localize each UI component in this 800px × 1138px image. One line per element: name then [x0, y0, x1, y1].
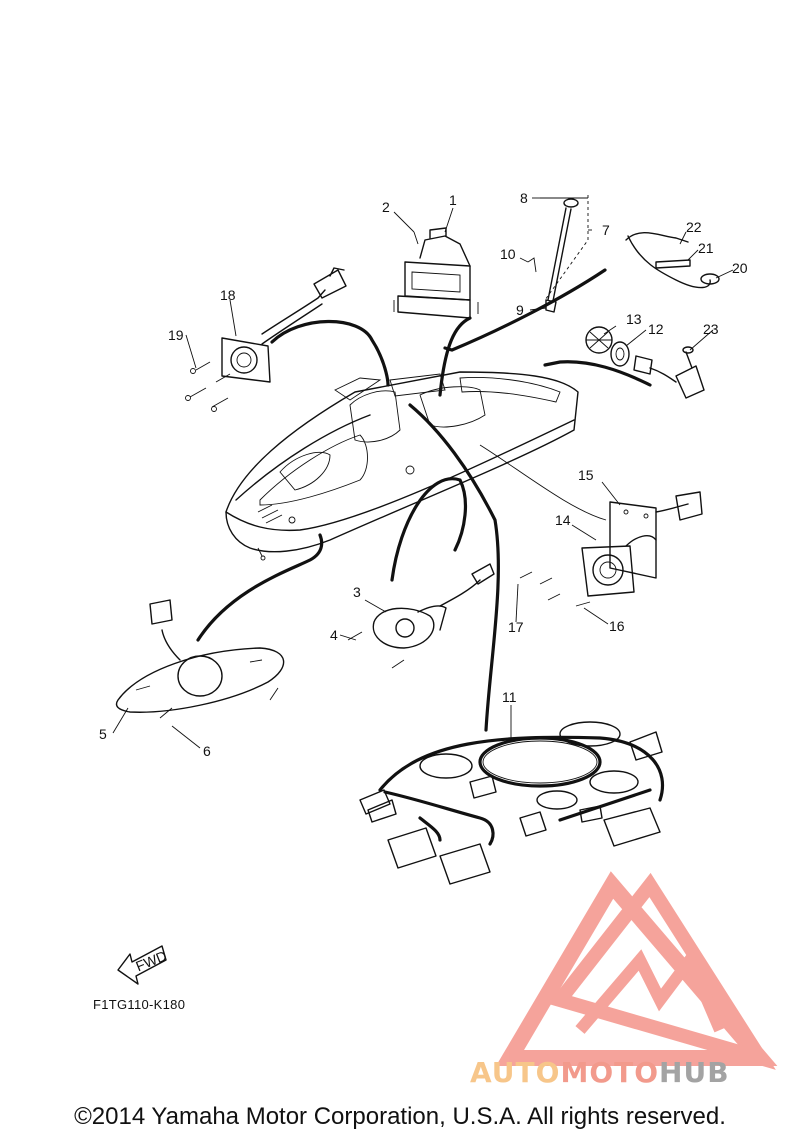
bow-light [115, 599, 285, 719]
leader-lines [112, 197, 734, 749]
watermark-part-auto: AUTO [470, 1056, 561, 1089]
watermark-part-hub: HUB [659, 1056, 730, 1089]
callout-9: 9 [516, 302, 524, 318]
callout-19: 19 [168, 327, 184, 343]
callout-22: 22 [686, 219, 702, 235]
callout-6: 6 [203, 743, 211, 759]
callout-13: 13 [626, 311, 642, 327]
callout-17: 17 [508, 619, 524, 635]
callout-5: 5 [99, 726, 107, 742]
callout-labels: 1 2 3 4 5 6 7 8 9 10 11 12 13 14 15 16 1… [99, 190, 748, 759]
harness-leads [196, 268, 652, 732]
callout-16: 16 [609, 618, 625, 634]
boat-hull [225, 371, 579, 561]
callout-7: 7 [602, 222, 610, 238]
diagram-code: F1TG110-K180 [93, 997, 186, 1012]
callout-1: 1 [449, 192, 457, 208]
grommet-parts [585, 326, 630, 367]
rod-assembly [527, 195, 589, 313]
wiring-harness [359, 721, 665, 885]
center-light [347, 563, 495, 669]
callout-4: 4 [330, 627, 338, 643]
right-speaker [519, 491, 703, 607]
watermark-part-moto: MOTO [560, 1056, 660, 1089]
callout-23: 23 [703, 321, 719, 337]
callout-11: 11 [502, 689, 517, 705]
left-speaker [185, 267, 347, 412]
callout-8: 8 [520, 190, 528, 206]
callout-14: 14 [555, 512, 571, 528]
callout-10: 10 [500, 246, 516, 262]
ground-cable [625, 231, 720, 289]
forward-arrow-icon: FWD [117, 945, 169, 985]
sensor-part [633, 346, 705, 399]
callout-2: 2 [382, 199, 390, 215]
callout-12: 12 [648, 321, 664, 337]
copyright-notice: ©2014 Yamaha Motor Corporation, U.S.A. A… [74, 1103, 726, 1130]
callout-21: 21 [698, 240, 714, 256]
callout-3: 3 [353, 584, 361, 600]
watermark-logo-icon [495, 871, 778, 1070]
bracket-assembly [393, 227, 479, 319]
callout-20: 20 [732, 260, 748, 276]
callout-18: 18 [220, 287, 236, 303]
fwd-label: FWD [133, 947, 169, 974]
watermark-text: AUTOMOTOHUB [470, 1056, 730, 1089]
callout-15: 15 [578, 467, 594, 483]
